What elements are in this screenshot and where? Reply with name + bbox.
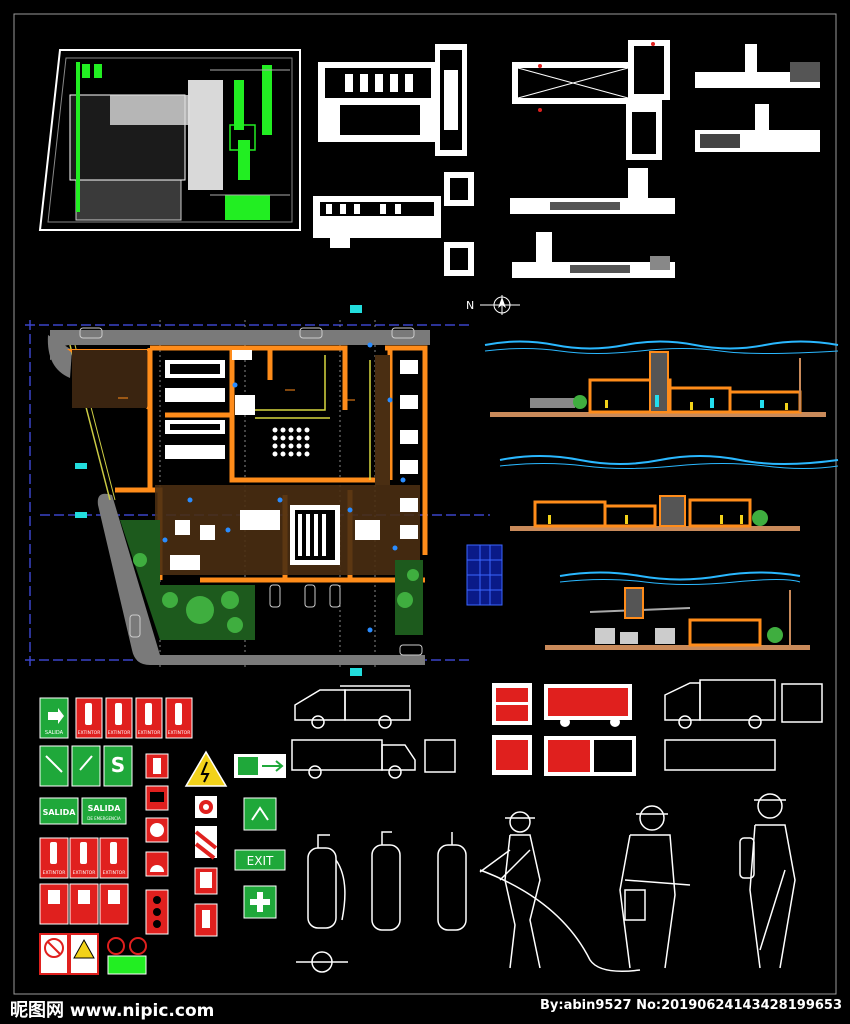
fire-truck-side-3 <box>664 679 823 771</box>
north-arrow <box>480 295 520 315</box>
floor-plan-small-2 <box>512 40 670 160</box>
extinguisher-sign-label-4: EXTINTOR <box>168 730 191 736</box>
fire-truck-side-1 <box>294 685 411 729</box>
elevation-2 <box>499 455 839 531</box>
exit-sign-box <box>234 849 286 871</box>
nipic-logo-text: 昵图网 <box>10 1000 64 1021</box>
author-credit: By:abin9527 No:20190624143428199653 <box>540 998 842 1013</box>
warning-and-red-signs-col <box>184 750 228 937</box>
salida-box-label: SALIDA <box>43 808 77 817</box>
extinguisher-sign-label-1: EXTINTOR <box>78 730 101 736</box>
red-extinguisher-grid <box>39 837 129 925</box>
extinguisher-sign-label-2: EXTINTOR <box>108 730 131 736</box>
elevation-3 <box>545 571 810 650</box>
exit-sign-running <box>234 754 286 831</box>
extinguisher-sign-label-3: EXTINTOR <box>138 730 161 736</box>
main-floor-plan <box>25 305 503 676</box>
salida-emergencia-label: SALIDA <box>88 804 122 813</box>
fire-truck-red-front <box>492 683 532 775</box>
north-label: N <box>466 299 474 312</box>
fire-truck-side-2 <box>291 739 456 779</box>
extinguisher-drawings <box>296 831 467 973</box>
exit-sign-text: EXIT <box>247 854 274 868</box>
floor-plan-small-1 <box>318 44 467 156</box>
floor-plan-small-3 <box>313 172 474 276</box>
extinguisher-grid-label-2: EXTINTOR <box>73 870 96 876</box>
de-emergencia-label: DE EMERGENCIA <box>87 816 121 821</box>
nipic-watermark-left: 昵图网 www.nipic.com <box>10 996 214 1022</box>
extinguisher-grid-label-3: EXTINTOR <box>103 870 126 876</box>
sheet-frame <box>13 13 837 995</box>
elevation-1 <box>484 340 839 417</box>
firefighter-with-tank <box>739 793 796 969</box>
site-plan <box>38 49 301 231</box>
elevations-small-right <box>695 44 820 152</box>
extinguisher-signs-row <box>75 697 193 739</box>
green-evacuation-signs <box>39 745 133 787</box>
salida-signs <box>39 797 127 825</box>
fire-truck-red-side <box>544 684 636 776</box>
exit-sign-green <box>39 697 69 739</box>
extinguisher-grid-label-1: EXTINTOR <box>43 870 66 876</box>
s-sign-letter: S <box>111 753 125 777</box>
firefighter-standing <box>619 805 691 969</box>
firefighter-with-hose <box>479 811 641 972</box>
nipic-site-url: www.nipic.com <box>69 1001 215 1021</box>
exit-sign-label: SALIDA <box>45 730 64 736</box>
prohibition-signs <box>39 933 147 975</box>
first-aid-cross-icon <box>243 885 277 919</box>
sections-small-middle <box>510 168 675 278</box>
fire-equipment-icons <box>145 753 169 935</box>
